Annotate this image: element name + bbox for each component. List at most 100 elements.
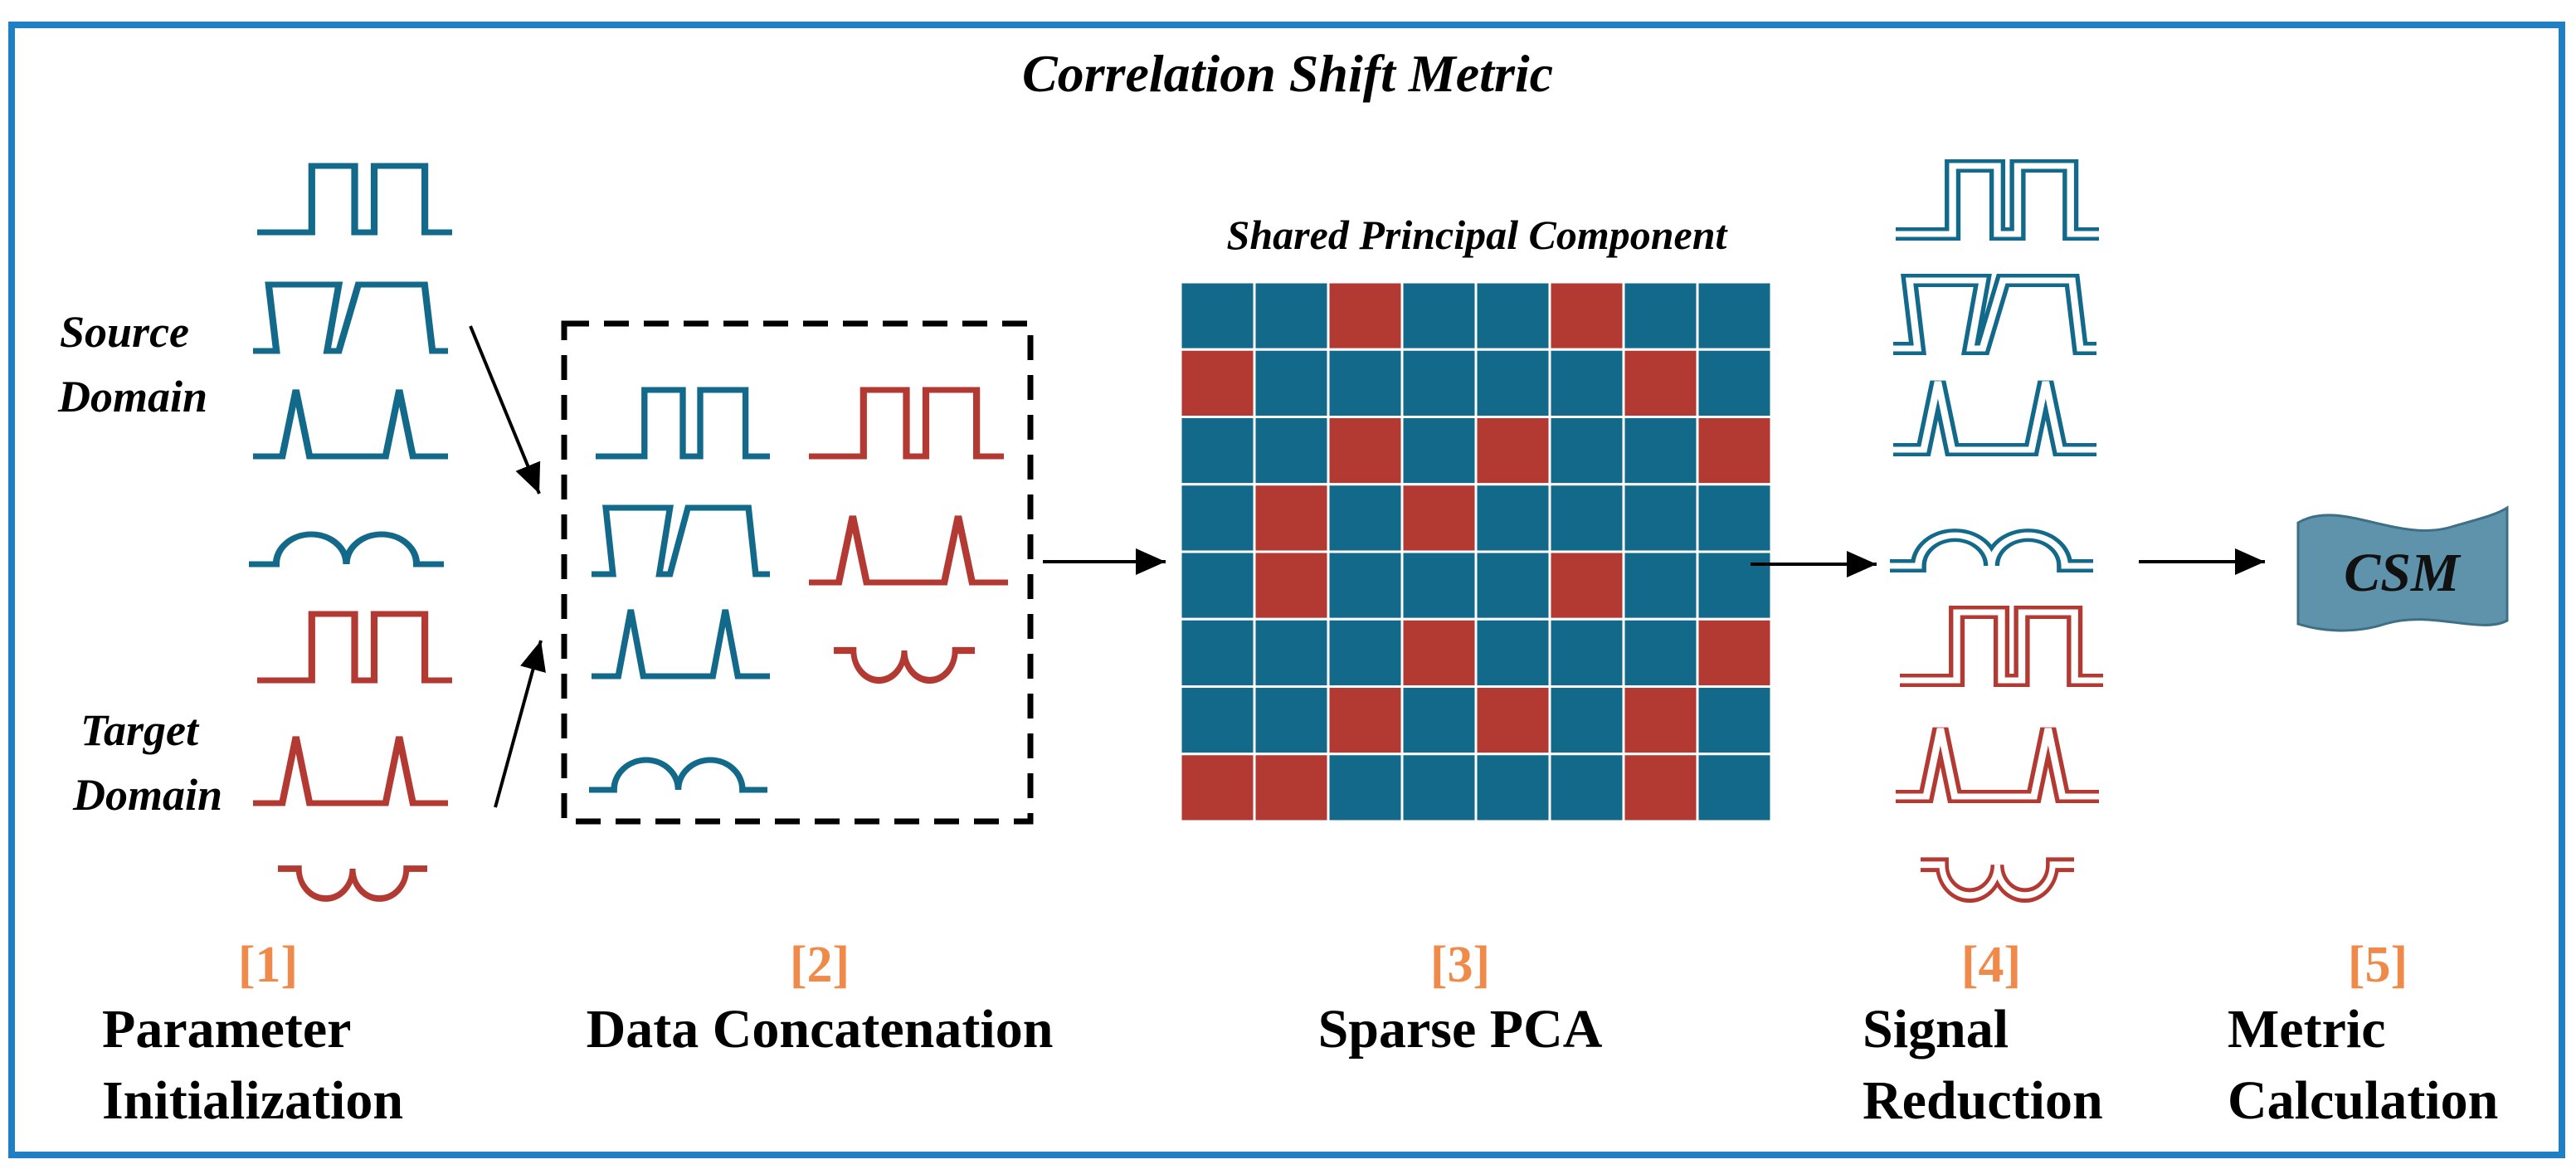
step-number: [3] [1430,937,1490,993]
matrix-cell [1400,483,1478,553]
matrix-title: Shared Principal Component [1227,212,1729,258]
step-label-line: Signal [1863,999,2009,1060]
matrix-cell [1253,416,1330,486]
sparse-pca-matrix [1179,280,1773,823]
matrix-cell [1696,753,1773,823]
target-domain-line-2: Domain [72,770,222,820]
reduced-signal-source-arc-inner [1890,532,2094,569]
matrix-cell [1548,617,1625,688]
target-domain-label: Target Domain [72,705,222,820]
init-signal-source-square [257,163,452,236]
matrix-cell [1622,483,1699,553]
matrix-cell [1253,617,1330,688]
matrix-cell [1327,753,1404,823]
arrow-target-to-concat [494,640,546,808]
step-label-line: Data Concatenation [587,999,1054,1060]
matrix-cell [1548,416,1625,486]
matrix-cell [1400,416,1478,486]
csm-shape [2296,505,2509,632]
matrix-cell [1179,617,1256,688]
reduced-signal-target-square-inner [1900,609,2104,684]
matrix-cell [1696,348,1773,418]
step-number: [4] [1961,937,2021,993]
matrix-cell [1622,753,1699,823]
concatenation-box [561,320,1034,825]
matrix-cell [1179,753,1256,823]
matrix-cell [1400,280,1478,351]
concat-signal-source-arc [589,757,768,793]
csm-label: CSM [2344,543,2462,603]
concat-signal-target-spike [809,515,1009,586]
matrix-cell [1548,685,1625,756]
reduced-signal-target-spike-inner [1896,728,2100,800]
matrix-cell [1253,483,1330,553]
step-label-line: Initialization [102,1070,403,1131]
matrix-cell [1548,280,1625,351]
matrix-cell [1327,483,1404,553]
init-signal-target-square [257,611,452,684]
concat-signal-source-spike [592,609,771,680]
diagram-title: Correlation Shift Metric [1022,44,1553,103]
matrix-cell [1253,550,1330,621]
matrix-cell [1400,685,1478,756]
init-signal-source-trap [253,281,448,354]
matrix-cell [1696,280,1773,351]
matrix-cell [1548,753,1625,823]
matrix-cell [1253,685,1330,756]
matrix-cell [1696,685,1773,756]
matrix-cell [1327,416,1404,486]
matrix-cell [1474,416,1551,486]
matrix-cell [1474,550,1551,621]
matrix-cell [1474,753,1551,823]
matrix-cell [1253,280,1330,351]
matrix-cell [1327,617,1404,688]
matrix-cell [1179,416,1256,486]
matrix-cell [1696,617,1773,688]
step-label-line: Metric [2228,999,2386,1060]
step-label-line: Reduction [1863,1070,2103,1131]
arrow-source-to-concat [469,325,541,494]
matrix-cell [1548,348,1625,418]
matrix-cell [1474,685,1551,756]
matrix-cell [1400,617,1478,688]
matrix-cell [1327,685,1404,756]
step-number: [5] [2348,937,2408,993]
matrix-cell [1474,348,1551,418]
reduced-signal-source-trap-inner [1893,277,2097,352]
init-signal-target-trough [278,865,427,902]
reduced-signals [1890,158,2104,903]
concat-signal-target-square [809,387,1004,460]
matrix-cell [1400,348,1478,418]
concat-signal-source-trap [592,504,771,577]
matrix-cell [1622,617,1699,688]
source-domain-line-2: Domain [57,372,207,421]
matrix-cell [1548,550,1625,621]
reduced-signal-target-trough-inner [1921,861,2075,899]
concat-signal-source-square [596,387,770,460]
matrix-cell [1622,550,1699,621]
matrix-cell [1622,685,1699,756]
matrix-cell [1696,416,1773,486]
matrix-cell [1327,550,1404,621]
source-domain-line-1: Source [60,307,189,357]
reduced-signal-source-square-inner [1896,163,2100,237]
source-domain-label: Source Domain [57,307,207,421]
step-number: [1] [238,937,298,993]
matrix-cell [1327,280,1404,351]
step-label-line: Calculation [2228,1070,2498,1131]
outer-frame [8,22,2565,1158]
matrix-cell [1253,348,1330,418]
matrix-cell [1622,416,1699,486]
matrix-cell [1548,483,1625,553]
matrix-cell [1327,348,1404,418]
matrix-cell [1179,550,1256,621]
matrix-cell [1179,483,1256,553]
concatenated-signals [589,387,1009,793]
init-signal-source-spike [253,389,448,460]
matrix-cell [1179,685,1256,756]
matrix-cell [1400,753,1478,823]
matrix-cell [1696,483,1773,553]
